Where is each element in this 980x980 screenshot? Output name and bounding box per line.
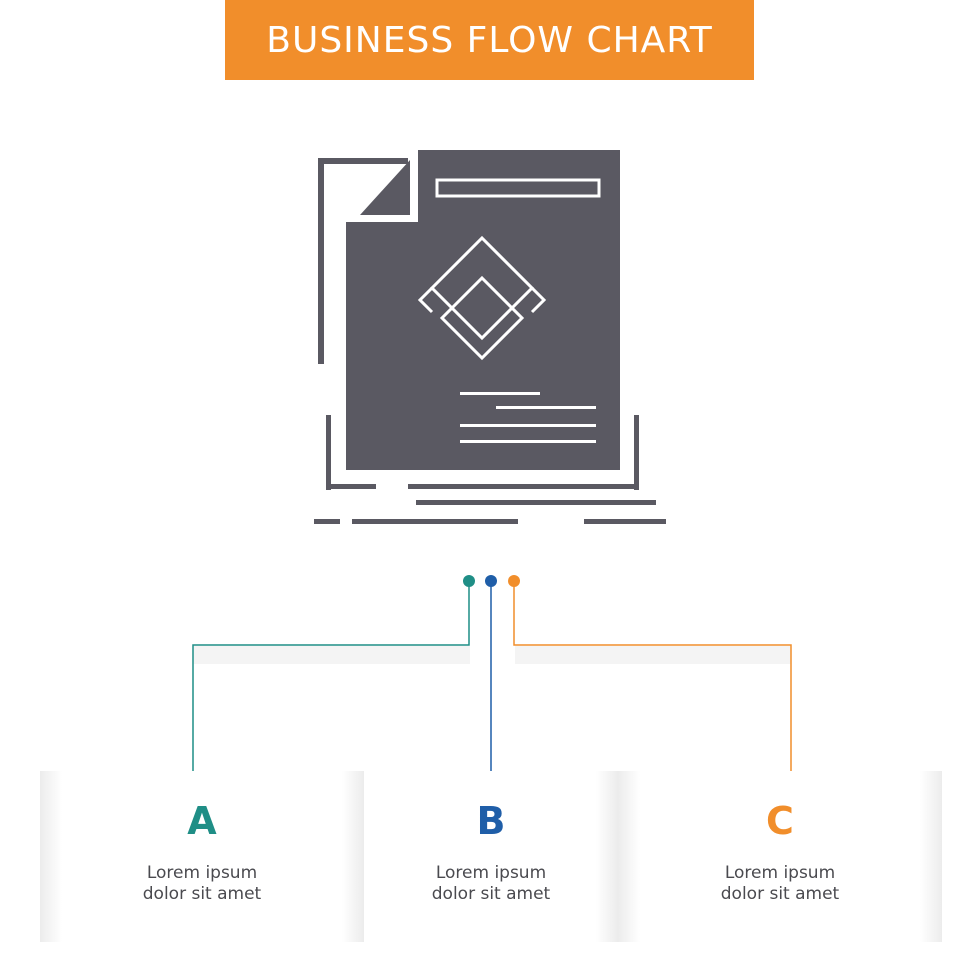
card-text-a: Lorem ipsum dolor sit amet xyxy=(142,863,262,904)
card-c: C Lorem ipsum dolor sit amet xyxy=(618,771,942,942)
document-diamond-icon xyxy=(314,150,666,524)
card-text-b: Lorem ipsum dolor sit amet xyxy=(431,863,551,904)
connector-dot-a xyxy=(463,575,475,587)
card-letter-b: B xyxy=(476,799,506,843)
connector-dot-c xyxy=(508,575,520,587)
title-banner: BUSINESS FLOW CHART xyxy=(225,0,754,80)
card-letter-c: C xyxy=(766,799,794,843)
card-b: B Lorem ipsum dolor sit amet xyxy=(364,771,618,942)
card-letter-a: A xyxy=(187,799,217,843)
card-text-c: Lorem ipsum dolor sit amet xyxy=(720,863,840,904)
page-title: BUSINESS FLOW CHART xyxy=(266,19,713,61)
connector-dot-b xyxy=(485,575,497,587)
card-a: A Lorem ipsum dolor sit amet xyxy=(40,771,364,942)
